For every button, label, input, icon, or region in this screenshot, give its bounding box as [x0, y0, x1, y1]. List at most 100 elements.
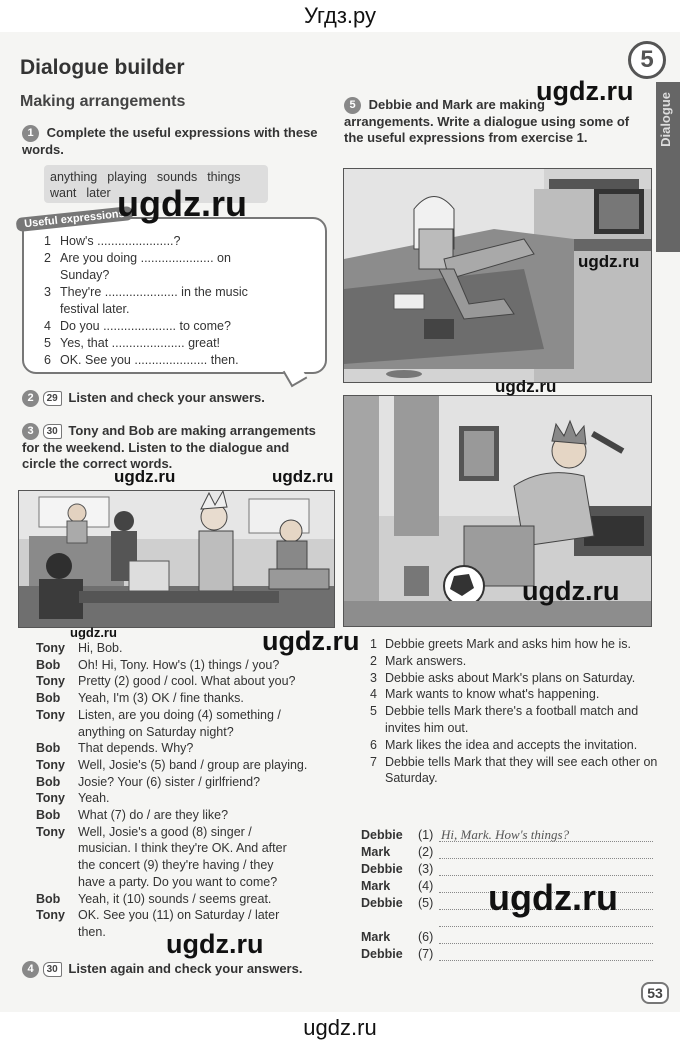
word-option: want — [50, 186, 77, 200]
answer-line[interactable] — [439, 858, 653, 859]
dialogue-text: Yeah. — [78, 791, 110, 806]
dialogue-line: Bob That depends. Why? — [36, 740, 336, 757]
expression-line: Sunday? — [44, 267, 325, 284]
watermark: ugdz.ru — [70, 625, 117, 640]
line-number: 2 — [44, 251, 51, 265]
task-number: 1 — [370, 637, 377, 651]
task-item: 5 Debbie tells Mark there's a football ma… — [370, 703, 660, 737]
audio-track-badge: 30 — [42, 962, 62, 977]
dialogue-text: Oh! Hi, Tony. How's (1) things / you? — [78, 657, 280, 672]
answer-line[interactable] — [439, 909, 653, 910]
dialogue-text: Well, Josie's (5) band / group are playi… — [78, 757, 308, 772]
answer-line[interactable] — [439, 892, 653, 893]
watermark: ugdz.ru — [114, 467, 176, 486]
answer-row — [361, 913, 653, 930]
task-number: 5 — [370, 704, 377, 719]
dialogue: Tony Hi, Bob. Bob Oh! Hi, Tony. How's (1) t… — [36, 640, 336, 941]
dialogue-text: the concert (9) they're having / they — [78, 858, 274, 873]
watermark: ugdz.ru — [495, 377, 557, 396]
answer-number: (5) — [418, 896, 434, 910]
exercise-number: 4 — [22, 961, 39, 978]
instruction-text: Tony and Bob are making arrangements for… — [22, 423, 316, 471]
answer-line[interactable] — [439, 960, 653, 961]
line-text: Do you ..................... to come? — [60, 319, 231, 333]
instruction-text: Listen and check your answers. — [68, 390, 265, 405]
dialogue-text: Yeah, I'm (3) OK / fine thanks. — [78, 691, 244, 706]
answer-number: (2) — [418, 845, 434, 859]
dialogue-text: Hi, Bob. — [78, 641, 123, 655]
dialogue-line: anything on Saturday night? — [36, 724, 336, 741]
word-option: anything — [50, 170, 98, 184]
speaker: Tony — [36, 641, 65, 655]
answer-lines: Debbie(1)Hi, Mark. How's things?Mark(2)D… — [361, 827, 653, 964]
line-text: How's ......................? — [60, 234, 181, 248]
line-number: 6 — [44, 353, 51, 367]
speaker: Bob — [36, 741, 61, 756]
exercise-2-instruction: 2 29 Listen and check your answers. — [22, 390, 265, 407]
line-number: 1 — [44, 234, 51, 248]
answer-line[interactable] — [439, 875, 653, 876]
speaker: Tony — [36, 908, 65, 923]
task-text: Debbie greets Mark and asks him how he i… — [385, 637, 631, 651]
task-list: 1 Debbie greets Mark and asks him how he … — [370, 636, 660, 787]
watermark: ugdz.ru — [488, 877, 618, 918]
site-header: Угдз.ру — [0, 0, 680, 32]
speaker: Bob — [36, 774, 61, 789]
answer-number: (4) — [418, 879, 434, 893]
instruction-text: Listen again and check your answers. — [68, 961, 303, 976]
audio-track-badge: 29 — [42, 391, 62, 406]
speaker: Bob — [36, 657, 61, 672]
task-text: Debbie tells Mark there's a football mat… — [385, 704, 639, 735]
line-number: 4 — [44, 319, 51, 333]
speaker: Tony — [36, 791, 65, 806]
dialogue-text: Listen, are you doing (4) something / — [78, 707, 281, 722]
unit-badge: 5 — [628, 41, 666, 79]
dialogue-line: the concert (9) they're having / they — [36, 857, 336, 874]
dialogue-line: Tony Yeah. — [36, 790, 336, 807]
task-number: 3 — [370, 670, 377, 685]
dialogue-text: Yeah, it (10) sounds / seems great. — [78, 891, 272, 906]
task-text: Mark wants to know what's happening. — [385, 687, 600, 702]
task-number: 7 — [370, 754, 377, 769]
dialogue-text: anything on Saturday night? — [78, 724, 234, 739]
dialogue-text: Well, Josie's a good (8) singer / — [78, 824, 252, 839]
exercise-number: 1 — [22, 125, 39, 142]
expression-line: 4 Do you ..................... to come? — [44, 318, 325, 335]
watermark: ugdz.ru — [166, 929, 264, 959]
watermark: ugdz.ru — [272, 467, 334, 486]
line-text: Sunday? — [60, 268, 110, 282]
watermark: ugdz.ru — [536, 76, 634, 106]
answer-line[interactable] — [439, 943, 653, 944]
cafe-illustration — [18, 490, 335, 628]
answer-line[interactable] — [439, 841, 653, 842]
dialogue-line: have a party. Do you want to come? — [36, 874, 336, 891]
task-text: Mark likes the idea and accepts the invi… — [385, 737, 638, 752]
exercise-5-instruction: 5 Debbie and Mark are making arrangement… — [344, 97, 634, 146]
dialogue-text: That depends. Why? — [78, 741, 194, 756]
mark-illustration — [343, 395, 652, 627]
page-subtitle: Making arrangements — [20, 93, 186, 110]
page-title: Dialogue builder — [20, 56, 185, 79]
side-tab: Dialogue — [656, 82, 680, 252]
word-option: sounds — [156, 170, 198, 184]
answer-line[interactable] — [439, 926, 653, 927]
speaker: Tony — [36, 674, 65, 689]
expression-line: 1 How's ......................? — [44, 233, 325, 250]
task-item: 1 Debbie greets Mark and asks him how he … — [370, 636, 660, 653]
page-number: 53 — [641, 982, 669, 1004]
dialogue-text: Pretty (2) good / cool. What about you? — [78, 674, 296, 689]
exercise-3-instruction: 3 30 Tony and Bob are making arrangement… — [22, 423, 322, 472]
answer-number: (7) — [418, 947, 434, 961]
